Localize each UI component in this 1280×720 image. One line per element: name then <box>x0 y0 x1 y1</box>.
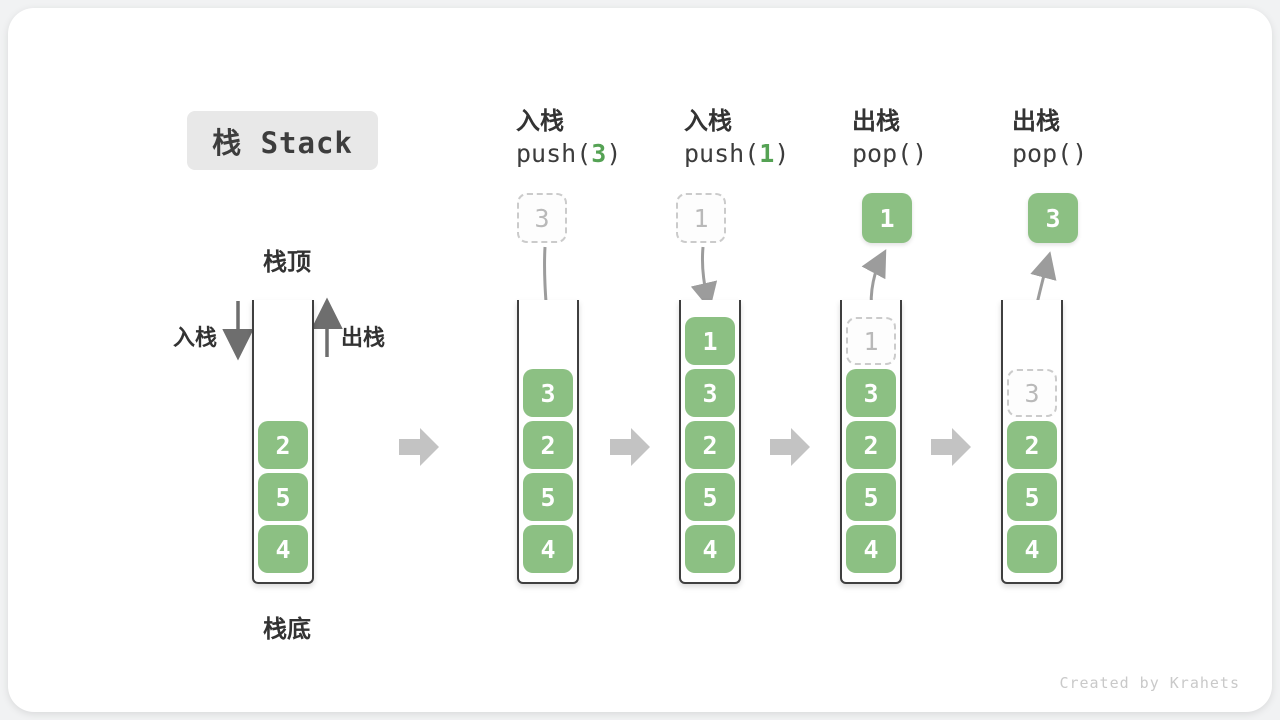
stack-cell: 2 <box>1007 421 1057 469</box>
diagram-title-box: 栈 Stack <box>187 111 378 170</box>
code-arg: 1 <box>759 139 775 168</box>
stack-cell: 4 <box>846 525 896 573</box>
stack-cell: 3 <box>846 369 896 417</box>
stack-cell: 5 <box>1007 473 1057 521</box>
code-suffix: ) <box>774 139 790 168</box>
stack-cell: 2 <box>846 421 896 469</box>
stack-cell: 5 <box>258 473 308 521</box>
code-prefix: pop() <box>852 139 928 168</box>
stack-cell-dashed: 3 <box>1007 369 1057 417</box>
code-arg: 3 <box>591 139 607 168</box>
stack-cell: 1 <box>685 317 735 365</box>
pop-side-label: 出栈 <box>341 325 386 350</box>
operation-label-after-push-1: 入栈 <box>684 108 732 135</box>
stack-cell: 5 <box>846 473 896 521</box>
stack-cell: 2 <box>258 421 308 469</box>
flying-value-after-pop-1: 1 <box>862 193 912 243</box>
stack-cell: 2 <box>523 421 573 469</box>
stack-bottom-label: 栈底 <box>263 616 311 643</box>
stack-cell-dashed: 1 <box>846 317 896 365</box>
stack-top-label: 栈顶 <box>263 249 311 276</box>
flying-value-after-pop-3: 3 <box>1028 193 1078 243</box>
flying-value-after-push-1: 1 <box>676 193 726 243</box>
operation-label-after-pop-3: 出栈 <box>1012 108 1060 135</box>
operation-code-after-push-3: push(3) <box>516 139 621 168</box>
stack-cell: 4 <box>685 525 735 573</box>
flying-value-after-push-3: 3 <box>517 193 567 243</box>
watermark: Created by Krahets <box>1059 674 1240 692</box>
stack-cell: 3 <box>685 369 735 417</box>
stack-cell: 5 <box>523 473 573 521</box>
stack-cell: 5 <box>685 473 735 521</box>
push-side-label: 入栈 <box>173 325 218 350</box>
operation-code-after-push-1: push(1) <box>684 139 789 168</box>
stack-cell: 2 <box>685 421 735 469</box>
diagram-title: 栈 Stack <box>212 125 353 160</box>
operation-label-after-pop-1: 出栈 <box>852 108 900 135</box>
code-prefix: push( <box>516 139 592 168</box>
code-prefix: push( <box>684 139 760 168</box>
operation-code-after-pop-1: pop() <box>852 139 927 168</box>
stack-cell: 3 <box>523 369 573 417</box>
stack-cell: 4 <box>1007 525 1057 573</box>
code-suffix: ) <box>606 139 622 168</box>
code-prefix: pop() <box>1012 139 1088 168</box>
operation-code-after-pop-3: pop() <box>1012 139 1087 168</box>
stack-cell: 4 <box>258 525 308 573</box>
operation-label-after-push-3: 入栈 <box>516 108 564 135</box>
stack-cell: 4 <box>523 525 573 573</box>
